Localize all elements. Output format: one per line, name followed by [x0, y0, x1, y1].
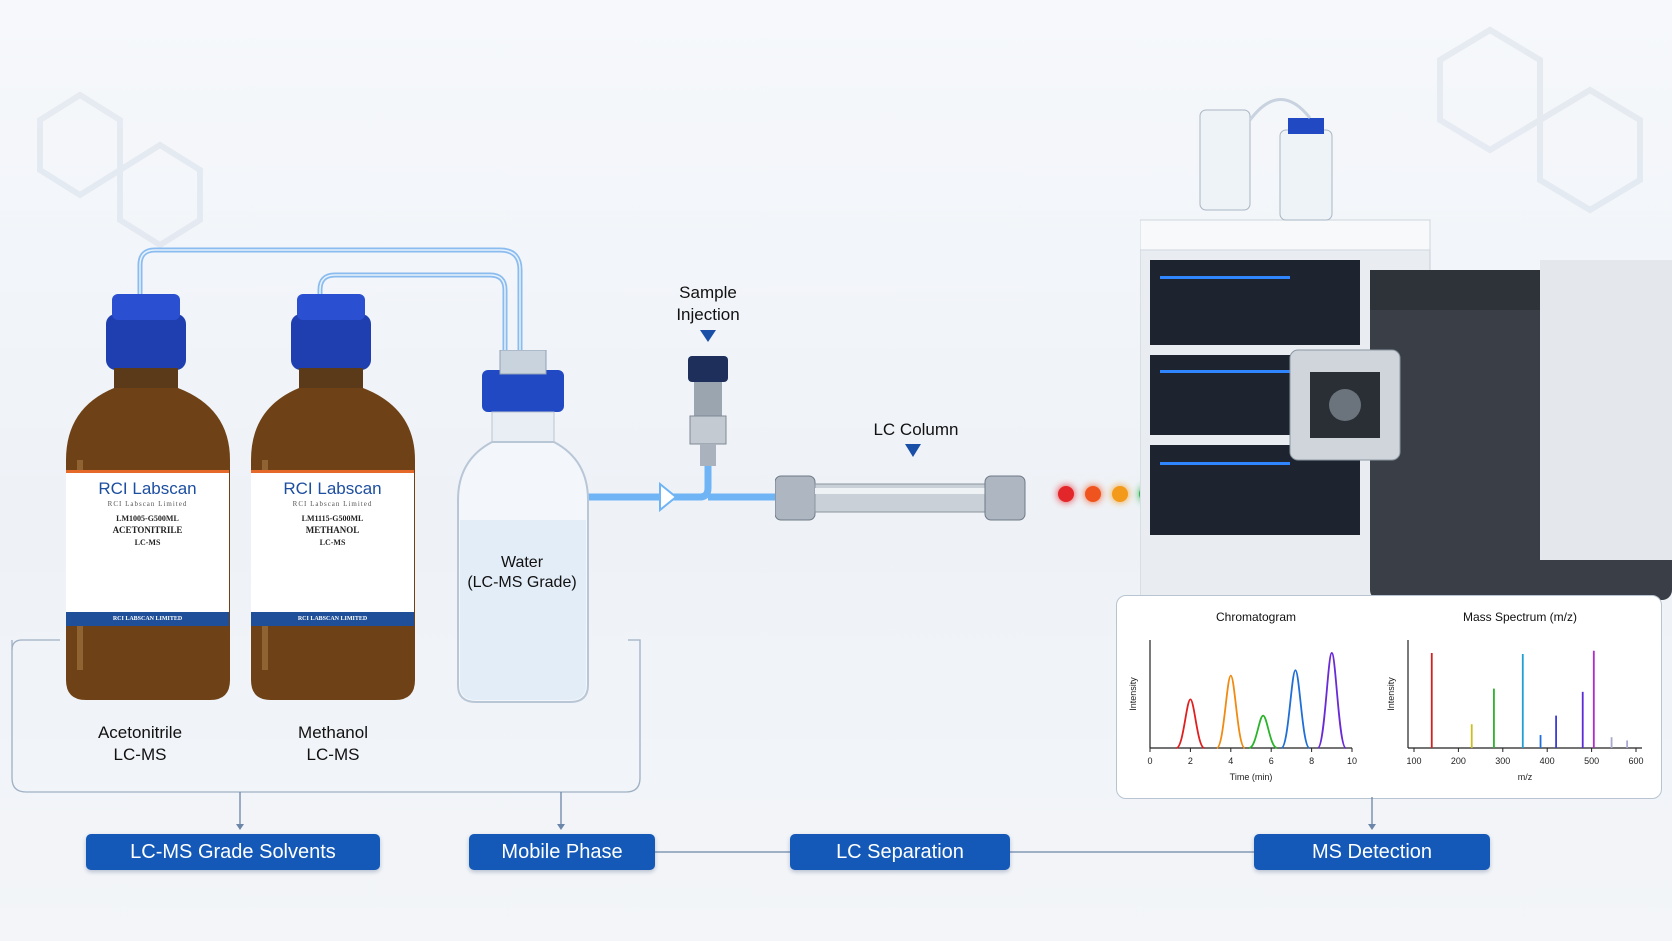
step-mobile-phase[interactable]: Mobile Phase: [469, 834, 655, 870]
step-ms-detection[interactable]: MS Detection: [1254, 834, 1490, 870]
x-tick-label: 0: [1147, 756, 1152, 766]
x-tick-label: 600: [1628, 756, 1643, 766]
x-tick-label: 4: [1228, 756, 1233, 766]
x-tick-label: 10: [1347, 756, 1357, 766]
analyte-dot: [1085, 486, 1101, 502]
x-axis-label: Time (min): [1230, 772, 1273, 782]
grade-text: LC-MS: [134, 538, 161, 547]
bottle-label: RCI Labscan RCI Labscan Limited LM1115-G…: [251, 470, 414, 626]
results-panel: [1116, 595, 1662, 799]
step-lc-separation[interactable]: LC Separation: [790, 834, 1010, 870]
analyte-dot: [1058, 486, 1074, 502]
step-lcms-grade-solvents[interactable]: LC-MS Grade Solvents: [86, 834, 380, 870]
down-arrow-icon: [700, 330, 716, 342]
chemical-name: METHANOL: [305, 525, 360, 535]
methanol-caption: Methanol LC-MS: [273, 722, 393, 766]
brand-name: RCI Labscan: [283, 479, 382, 498]
x-tick-label: 100: [1406, 756, 1421, 766]
lcms-instrument-icon: [1140, 98, 1672, 600]
bottle-label: RCI Labscan RCI Labscan Limited LM1005-G…: [66, 470, 229, 626]
injection-port-icon: [688, 330, 728, 466]
x-tick-label: 400: [1540, 756, 1555, 766]
product-code: LM1115-G500ML: [301, 514, 364, 523]
brand-subtitle: RCI Labscan Limited: [107, 500, 188, 508]
water-bottle-icon: [457, 350, 589, 703]
y-axis-label: Intensity: [1386, 677, 1396, 711]
down-arrow-icon: [905, 444, 921, 457]
chemical-name: ACETONITRILE: [112, 525, 183, 535]
x-tick-label: 300: [1495, 756, 1510, 766]
brand-subtitle: RCI Labscan Limited: [292, 500, 373, 508]
label-footer: RCI LABSCAN LIMITED: [251, 612, 414, 626]
injection-label-line2: Injection: [676, 305, 740, 324]
y-axis-label: Intensity: [1128, 677, 1138, 711]
water-label-line1: Water: [500, 554, 544, 571]
analyte-dot: [1112, 486, 1128, 502]
chromatogram-peak: [1316, 652, 1347, 749]
grade-text: LC-MS: [319, 538, 346, 547]
chromatogram-peak: [1215, 674, 1246, 749]
product-code: LM1005-G500ML: [116, 514, 179, 523]
sample-injection-label: Sample Injection: [646, 282, 770, 326]
chromatogram-title: Chromatogram: [1215, 610, 1297, 624]
caption-line2: LC-MS: [306, 745, 360, 764]
x-tick-label: 2: [1188, 756, 1193, 766]
acetonitrile-caption: Acetonitrile LC-MS: [80, 722, 200, 766]
x-tick-label: 200: [1451, 756, 1466, 766]
chromatogram-peak: [1175, 698, 1206, 749]
brand-name: RCI Labscan: [98, 479, 197, 498]
chromatogram-peak: [1280, 669, 1311, 749]
water-label: Water (LC-MS Grade): [462, 553, 582, 593]
lc-column-icon: [775, 475, 1026, 521]
x-tick-label: 500: [1584, 756, 1599, 766]
x-tick-label: 6: [1269, 756, 1274, 766]
spectrum-title: Mass Spectrum (m/z): [1462, 610, 1577, 624]
x-axis-label: m/z: [1518, 772, 1533, 782]
cap: [106, 314, 186, 370]
injection-label-line1: Sample: [679, 283, 737, 302]
x-tick-label: 8: [1309, 756, 1314, 766]
caption-line1: Acetonitrile: [97, 723, 183, 742]
mass-spectrum-chart: 100 200 300 400 500 600 m/z Intensity: [1386, 640, 1644, 782]
chromatogram-peak: [1248, 714, 1278, 749]
water-label-line2: (LC-MS Grade): [467, 574, 577, 591]
caption-line1: Methanol: [298, 723, 368, 742]
caption-line2: LC-MS: [113, 745, 167, 764]
lc-column-label: LC Column: [873, 420, 959, 439]
label-footer: RCI LABSCAN LIMITED: [66, 612, 229, 626]
